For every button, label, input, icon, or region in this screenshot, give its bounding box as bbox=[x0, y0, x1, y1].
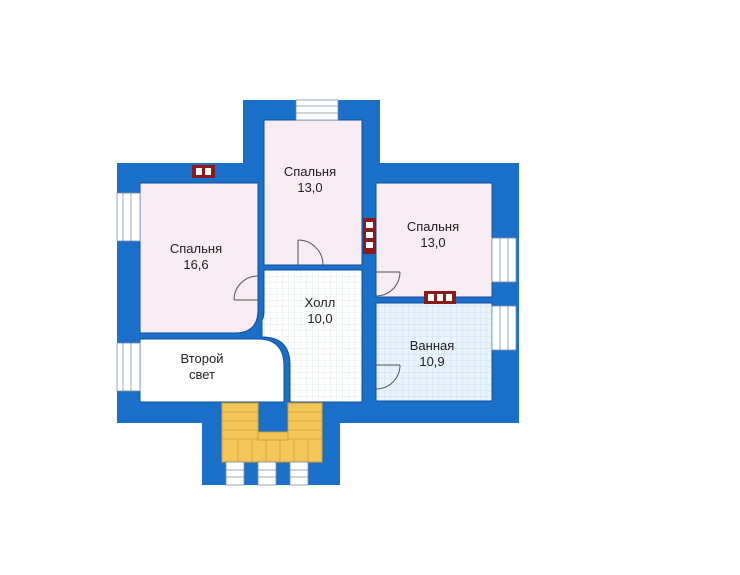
window-north bbox=[295, 99, 339, 121]
staircase bbox=[221, 402, 323, 463]
label-bedroom-north-area: 13,0 bbox=[297, 180, 322, 195]
room-bedroom-north bbox=[263, 119, 363, 266]
label-bathroom-name: Ванная bbox=[410, 338, 455, 353]
label-bedroom-north-name: Спальня bbox=[284, 164, 336, 179]
door-bedroom-west bbox=[233, 275, 259, 301]
label-hall-name: Холл bbox=[305, 295, 336, 310]
label-hall-area: 10,0 bbox=[307, 311, 332, 326]
window-west-lower bbox=[116, 342, 141, 392]
doors bbox=[233, 239, 401, 390]
room-labels: Спальня 16,6 Спальня 13,0 Спальня 13,0 Х… bbox=[170, 164, 459, 382]
window-east-lower bbox=[491, 305, 517, 351]
label-second-light-line1: Второй bbox=[181, 351, 224, 366]
label-second-light-line2: свет bbox=[189, 367, 215, 382]
chimney-west bbox=[192, 165, 215, 178]
label-bathroom-area: 10,9 bbox=[419, 354, 444, 369]
room-bedroom-east bbox=[375, 182, 493, 298]
room-bathroom bbox=[375, 302, 493, 402]
windows bbox=[116, 99, 517, 486]
room-second-light bbox=[139, 338, 285, 403]
window-south-mid1 bbox=[257, 461, 277, 486]
window-south-mid2 bbox=[289, 461, 309, 486]
chimney-east bbox=[424, 291, 456, 304]
window-east-upper bbox=[491, 237, 517, 283]
chimneys bbox=[192, 165, 456, 304]
window-west-upper bbox=[116, 192, 141, 242]
room-hall bbox=[261, 269, 363, 403]
label-bedroom-west-area: 16,6 bbox=[183, 257, 208, 272]
label-bedroom-east-name: Спальня bbox=[407, 219, 459, 234]
chimney-center bbox=[363, 218, 376, 254]
room-bedroom-west bbox=[139, 182, 259, 334]
door-bedroom-east bbox=[375, 271, 401, 297]
door-bathroom bbox=[375, 364, 401, 390]
door-bedroom-north bbox=[297, 239, 324, 266]
window-south-left bbox=[225, 461, 245, 486]
label-bedroom-east-area: 13,0 bbox=[420, 235, 445, 250]
label-bedroom-west-name: Спальня bbox=[170, 241, 222, 256]
